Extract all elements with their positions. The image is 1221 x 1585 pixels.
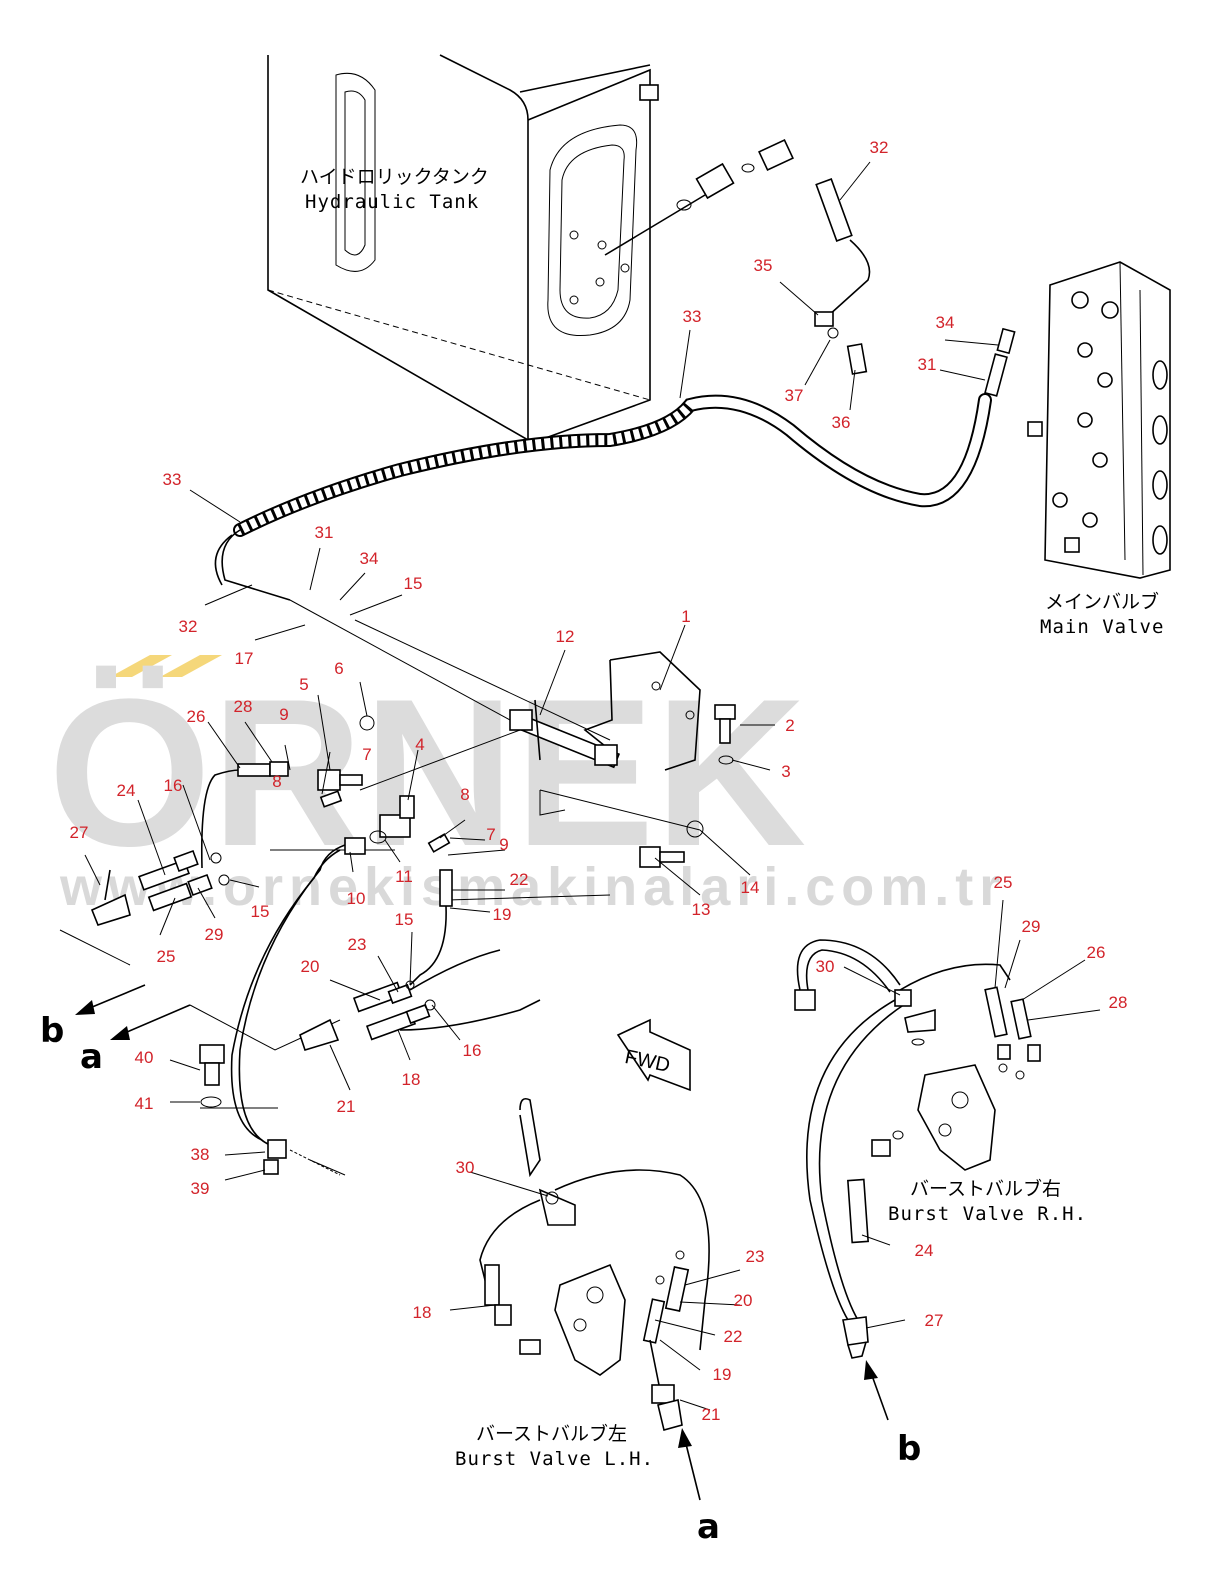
callout-3: 3 — [781, 762, 790, 781]
arrow-label-b-bottom: b — [897, 1429, 921, 1469]
watermark-accent-left — [110, 655, 172, 677]
callout-32b: 32 — [179, 617, 198, 636]
callout-27a: 27 — [70, 823, 89, 842]
watermark-accent-right — [160, 655, 222, 677]
callout-37: 37 — [785, 386, 804, 405]
arrow-label-a-bottom: a — [697, 1507, 720, 1547]
callout-12: 12 — [556, 627, 575, 646]
callout-8b: 8 — [460, 785, 469, 804]
burst-valve-rh: バーストバルブ右 Burst Valve R.H. — [794, 939, 1087, 1359]
callout-19a: 19 — [493, 905, 512, 924]
callout-7a: 7 — [362, 745, 371, 764]
callout-15c: 15 — [395, 910, 414, 929]
callout-32a: 32 — [870, 138, 889, 157]
callout-22a: 22 — [510, 870, 529, 889]
callout-28a: 28 — [234, 697, 253, 716]
callout-21a: 21 — [337, 1097, 356, 1116]
hydraulic-tank-label-en: Hydraulic Tank — [305, 191, 479, 213]
callout-33a: 33 — [683, 307, 702, 326]
callout-17: 17 — [235, 649, 254, 668]
callout-14: 14 — [741, 878, 760, 897]
callout-25a: 25 — [157, 947, 176, 966]
callout-leaders — [84, 161, 1101, 1411]
callout-6: 6 — [334, 659, 343, 678]
callout-24b: 24 — [915, 1241, 934, 1260]
callout-35: 35 — [754, 256, 773, 275]
callout-20a: 20 — [301, 957, 320, 976]
callout-30b: 30 — [816, 957, 835, 976]
callout-33b: 33 — [163, 470, 182, 489]
callout-9b: 9 — [499, 835, 508, 854]
callout-18a: 18 — [402, 1070, 421, 1089]
callout-29b: 29 — [1022, 917, 1041, 936]
callout-28b: 28 — [1109, 993, 1128, 1012]
callout-15a: 15 — [404, 574, 423, 593]
callout-18b: 18 — [413, 1303, 432, 1322]
fwd-label: FWD — [623, 1046, 672, 1077]
callout-9a: 9 — [279, 705, 288, 724]
callout-5: 5 — [299, 675, 308, 694]
flow-arrows: b a a b — [40, 984, 921, 1547]
burst-valve-lh-label-en: Burst Valve L.H. — [455, 1448, 654, 1470]
burst-valve-lh-label-jp: バーストバルブ左 — [476, 1422, 627, 1445]
burst-valve-lh: バーストバルブ左 Burst Valve L.H. — [455, 1097, 710, 1470]
middle-hose-cluster — [199, 837, 541, 1176]
callout-24a: 24 — [117, 781, 136, 800]
arrow-label-b-left: b — [40, 1011, 64, 1051]
main-valve: メインバルブ Main Valve — [984, 261, 1171, 638]
bracket-assembly — [317, 651, 736, 868]
callout-40: 40 — [135, 1048, 154, 1067]
callout-23a: 23 — [348, 935, 367, 954]
callout-39: 39 — [191, 1179, 210, 1198]
callout-16a: 16 — [164, 776, 183, 795]
callout-34b: 34 — [360, 549, 379, 568]
callout-22b: 22 — [724, 1327, 743, 1346]
fwd-indicator: FWD — [616, 1018, 691, 1092]
callout-25b: 25 — [994, 873, 1013, 892]
callout-19b: 19 — [713, 1365, 732, 1384]
callout-26a: 26 — [187, 707, 206, 726]
callout-11: 11 — [395, 867, 413, 886]
callout-30a: 30 — [456, 1158, 475, 1177]
callout-1: 1 — [681, 607, 690, 626]
watermark-url: www.ornekismakinalari.com.tr — [59, 857, 1006, 917]
watermark: ÖRNEK www.ornekismakinalari.com.tr — [48, 655, 1006, 917]
callout-31a: 31 — [315, 523, 334, 542]
callout-26b: 26 — [1087, 943, 1106, 962]
callout-4: 4 — [415, 735, 424, 754]
callout-20b: 20 — [734, 1291, 753, 1310]
callout-31b: 31 — [918, 355, 937, 374]
main-valve-label-en: Main Valve — [1040, 616, 1164, 638]
hydraulic-tank: ハイドロリックタンク Hydraulic Tank — [267, 54, 659, 442]
callout-38: 38 — [191, 1145, 210, 1164]
hydraulic-tank-label-jp: ハイドロリックタンク — [300, 166, 489, 188]
tank-fittings — [604, 138, 871, 375]
callout-16b: 16 — [463, 1041, 482, 1060]
callout-2: 2 — [785, 716, 794, 735]
main-valve-label-jp: メインバルブ — [1045, 590, 1159, 613]
callout-36: 36 — [832, 413, 851, 432]
callout-7b: 7 — [486, 825, 495, 844]
callout-13: 13 — [692, 900, 711, 919]
burst-valve-rh-label-jp: バーストバルブ右 — [910, 1177, 1061, 1200]
left-hose-cluster — [90, 761, 289, 926]
callout-21b: 21 — [702, 1405, 721, 1424]
callout-34a: 34 — [936, 313, 955, 332]
burst-valve-rh-label-en: Burst Valve R.H. — [888, 1203, 1087, 1225]
callout-29a: 29 — [205, 925, 224, 944]
watermark-brand: ÖRNEK — [48, 655, 806, 890]
arrow-label-a-left: a — [80, 1037, 103, 1077]
callout-10: 10 — [347, 889, 366, 908]
callout-41: 41 — [135, 1094, 154, 1113]
return-hose-spiral — [214, 393, 992, 601]
callout-23b: 23 — [746, 1247, 765, 1266]
callout-15b: 15 — [251, 902, 270, 921]
callout-numbers: 1 2 3 4 5 6 7 7 8 8 9 9 10 11 12 13 14 1… — [70, 138, 1128, 1424]
callout-8a: 8 — [272, 772, 281, 791]
callout-27b: 27 — [925, 1311, 944, 1330]
